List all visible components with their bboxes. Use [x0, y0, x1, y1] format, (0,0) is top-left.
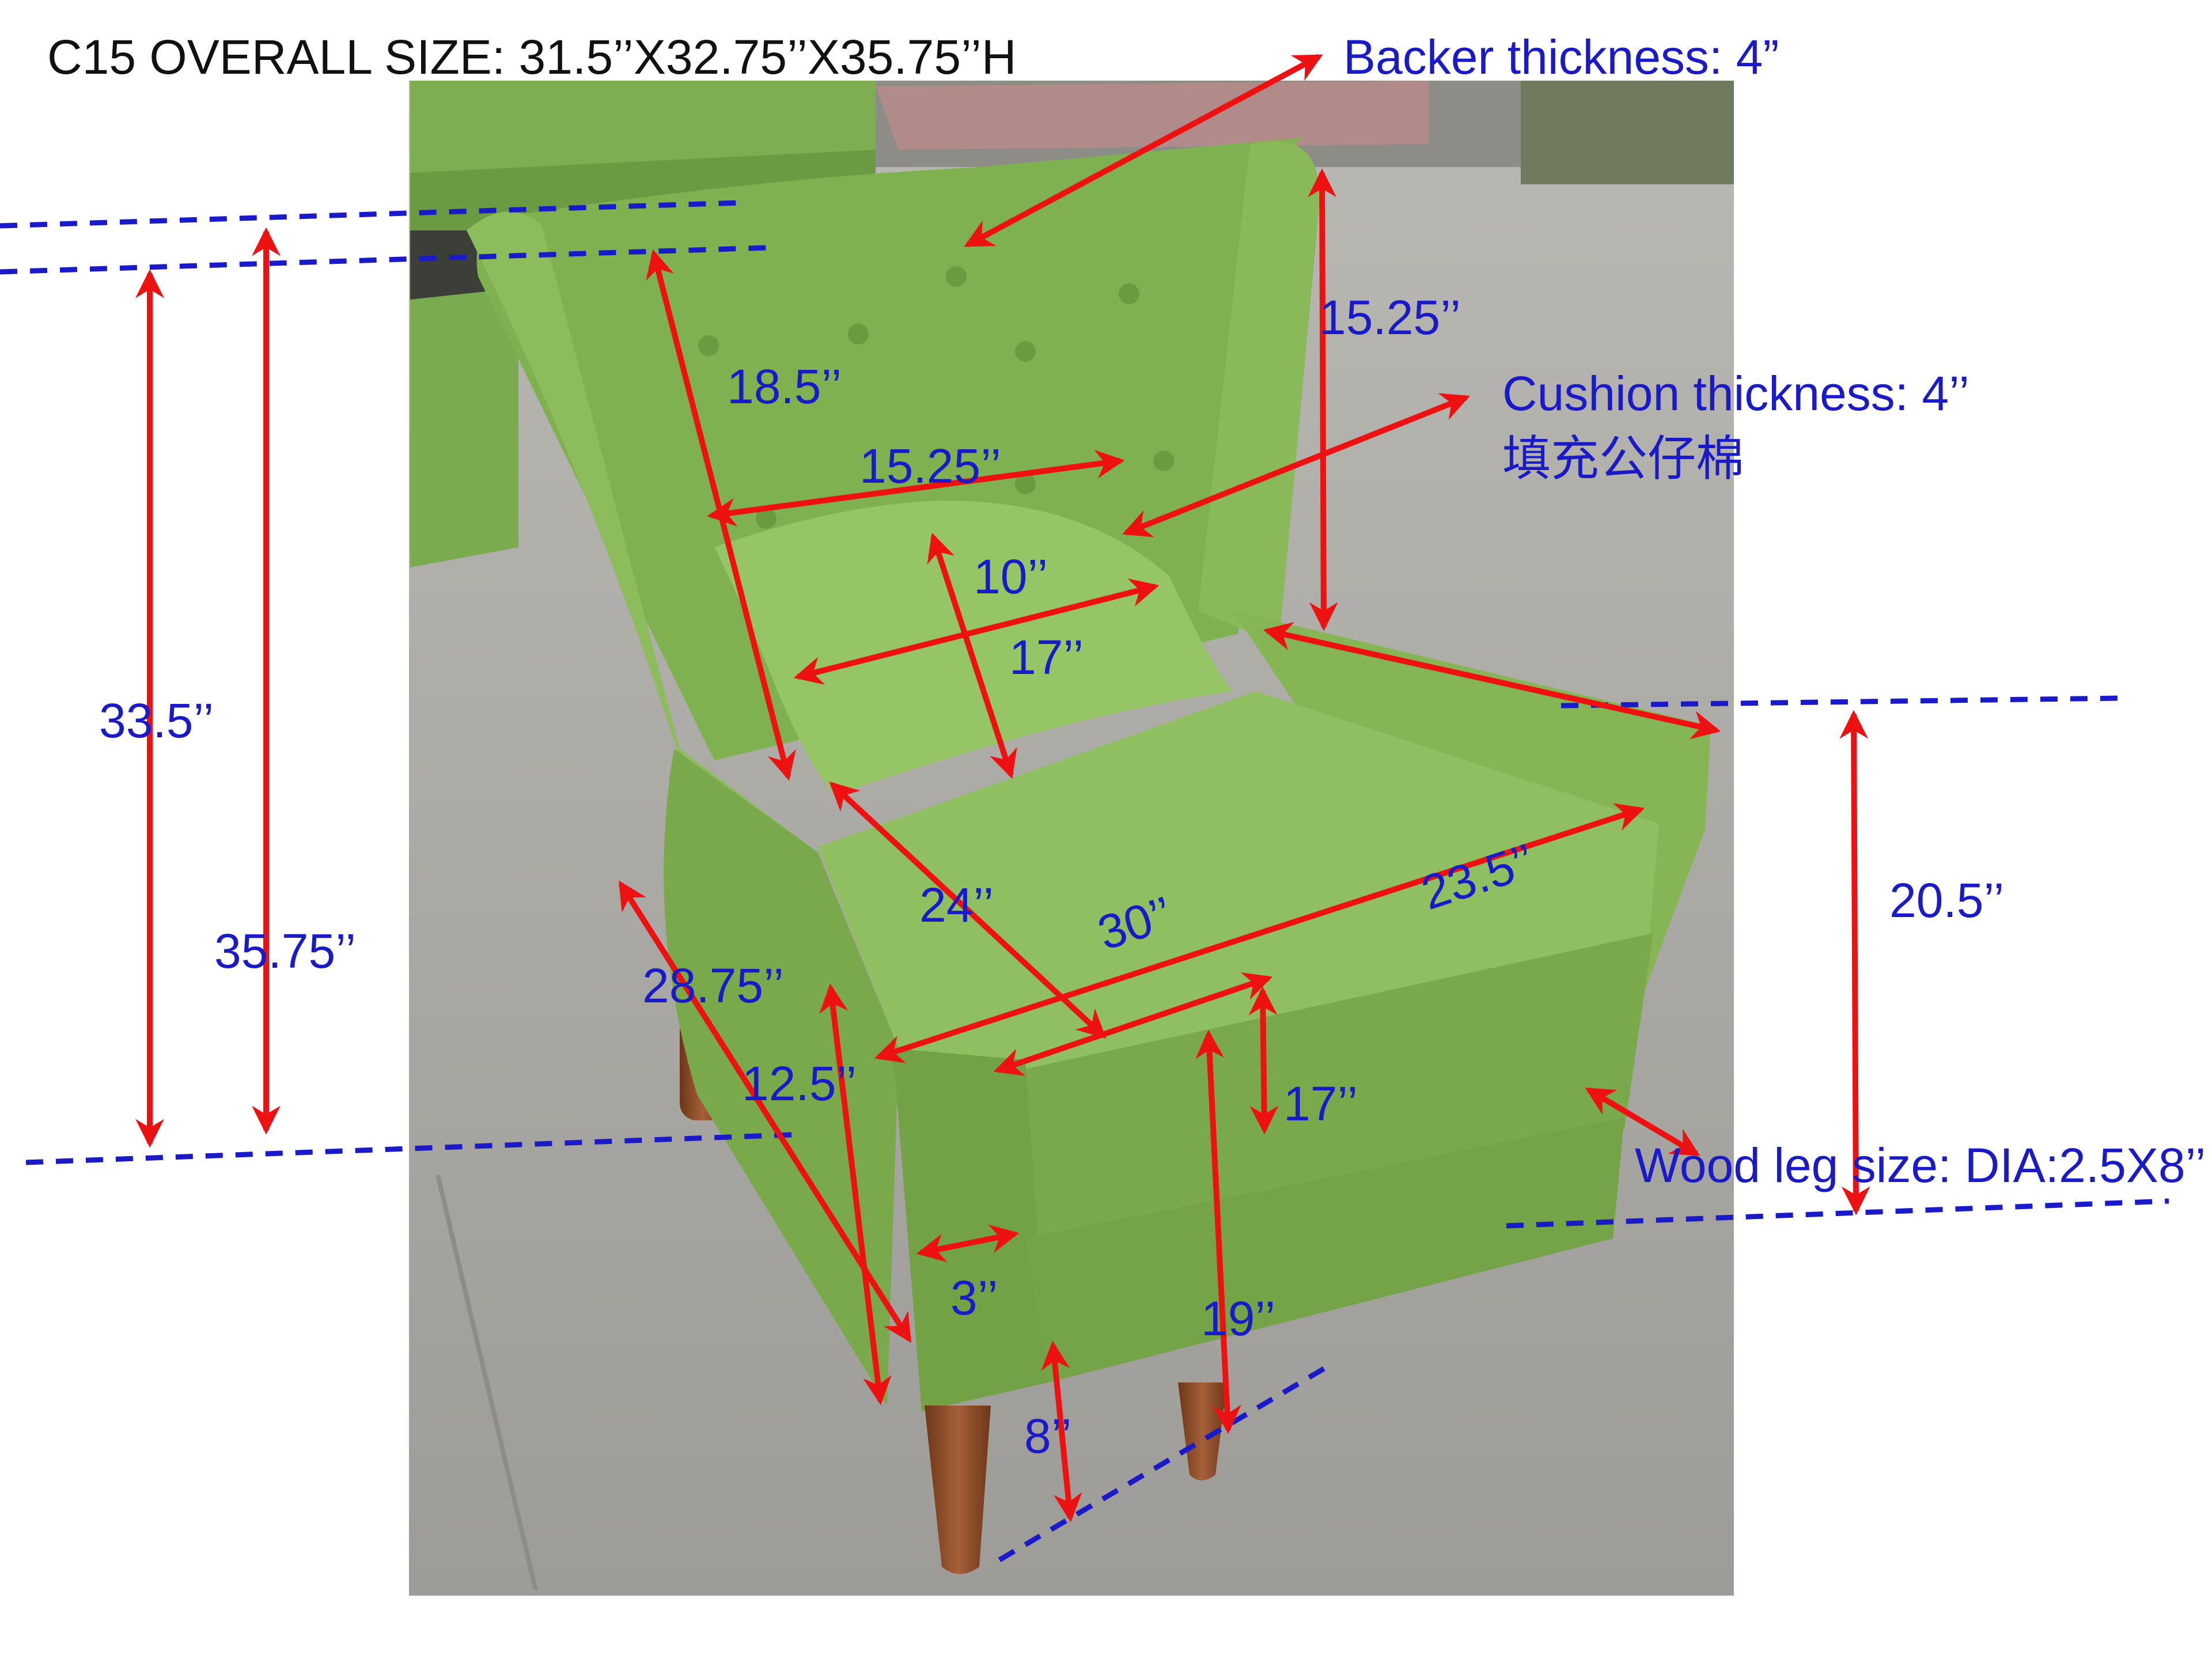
background-trees	[1521, 81, 1734, 184]
label-cushion-filling: 填充公仔棉	[1502, 431, 1744, 486]
arrow-leg-height	[1041, 1340, 1082, 1522]
arrow-seat-front	[1248, 986, 1279, 1135]
guide-top-inner	[0, 245, 770, 275]
label-seat-height: 19’’	[1201, 1291, 1275, 1346]
arrow-leg-size	[1585, 1087, 1700, 1157]
guide-leg-base	[998, 1366, 1327, 1562]
dimension-labels: Backer thickness: 4” 15.25’’ Cushion thi…	[99, 30, 2206, 1463]
arrow-seat-height	[1195, 1029, 1241, 1434]
dimension-arrows	[135, 54, 1870, 1522]
chair-photo	[409, 81, 1734, 1596]
floor-crack	[435, 1175, 538, 1590]
base-skirt	[1025, 1118, 1624, 1382]
arrow-back-width	[707, 449, 1125, 527]
arrow-backer-thickness	[964, 54, 1323, 248]
arrow-arm-front	[819, 983, 892, 1406]
label-inner-height: 33.5’’	[99, 694, 214, 748]
label-pillow-width: 17’’	[1009, 630, 1084, 684]
label-leg-height: 8’’	[1024, 1409, 1072, 1463]
label-seat-front: 17’’	[1283, 1077, 1358, 1131]
arrow-back-height	[1308, 168, 1338, 631]
guide-top-outer	[0, 200, 741, 229]
background-sofa-lower	[410, 288, 518, 567]
left-wing	[467, 211, 818, 888]
label-back-diagonal: 18.5’’	[727, 359, 842, 414]
label-arm-height: 20.5’’	[1889, 873, 2004, 927]
front-left-leg	[925, 1406, 991, 1574]
label-leg-size: Wood leg size: DIA:2.5X8’’	[1635, 1138, 2206, 1192]
label-backer-thickness: Backer thickness: 4”	[1343, 30, 1779, 84]
label-back-width: 15.25’’	[859, 439, 1001, 493]
background-tarp	[876, 81, 1429, 150]
arrow-arm-height	[1839, 710, 1870, 1215]
arrow-arm-depth	[1263, 622, 1721, 740]
arrow-arm-width	[916, 1224, 1020, 1263]
label-cushion-thickness: Cushion thickness: 4’’	[1502, 366, 1969, 421]
arrow-cushion-thickness	[1122, 393, 1470, 537]
arrow-pillow-width	[793, 578, 1160, 685]
diagram-title: C15 OVERALL SIZE: 31.5’’X32.75’’X35.75’’…	[47, 30, 1017, 84]
label-seat-depth: 24’’	[919, 878, 994, 932]
guide-floor-right	[1506, 1198, 2169, 1229]
label-overall-height: 35.75’’	[214, 924, 356, 978]
label-side-depth: 28.75’’	[642, 959, 784, 1013]
arrow-seat-width	[993, 972, 1273, 1076]
label-pillow-height: 10’’	[974, 550, 1048, 604]
label-arm-width: 3’’	[950, 1271, 998, 1325]
label-arm-front: 12.5’’	[742, 1056, 857, 1111]
label-back-height: 15.25’’	[1319, 290, 1461, 344]
